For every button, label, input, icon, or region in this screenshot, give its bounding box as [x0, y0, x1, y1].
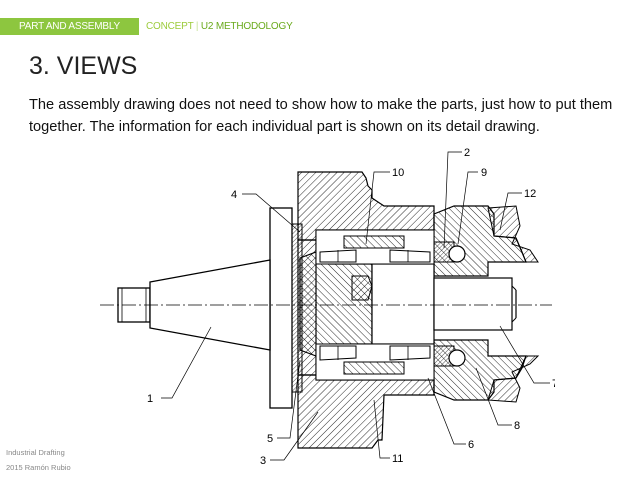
- label-10: 10: [392, 167, 404, 179]
- label-2: 2: [464, 147, 470, 159]
- page-title: 3. VIEWS: [29, 52, 138, 80]
- label-4: 4: [231, 189, 237, 201]
- label-8: 8: [514, 420, 520, 432]
- part-labels: 1 2 3 4 5 6 7 8 9 10 11 12: [147, 147, 555, 467]
- label-6: 6: [468, 439, 474, 451]
- assembly-drawing: 1 2 3 4 5 6 7 8 9 10 11 12: [100, 147, 555, 467]
- flange: [269, 207, 303, 409]
- upper-bearing: [315, 229, 466, 265]
- label-3: 3: [260, 455, 266, 467]
- breadcrumb: CONCEPT | U2 METHODOLOGY: [146, 18, 293, 35]
- label-12: 12: [524, 188, 536, 200]
- label-11: 11: [392, 453, 403, 465]
- label-9: 9: [481, 167, 487, 179]
- footer-author: 2015 Ramón Rubio: [6, 463, 71, 472]
- body-paragraph: The assembly drawing does not need to sh…: [29, 97, 613, 135]
- section-tab: PART AND ASSEMBLY DRAWING: [0, 18, 139, 49]
- shaft: [299, 251, 517, 357]
- breadcrumb-separator: |: [193, 21, 201, 32]
- label-5: 5: [267, 433, 273, 445]
- leader-lines: [161, 151, 550, 461]
- footer-course: Industrial Drafting: [6, 448, 65, 457]
- unit-label: U2 METHODOLOGY: [200, 21, 293, 32]
- label-7: 7: [552, 378, 555, 390]
- lower-bearing: [315, 343, 466, 381]
- concept-label: CONCEPT: [146, 21, 194, 32]
- label-1: 1: [147, 393, 153, 405]
